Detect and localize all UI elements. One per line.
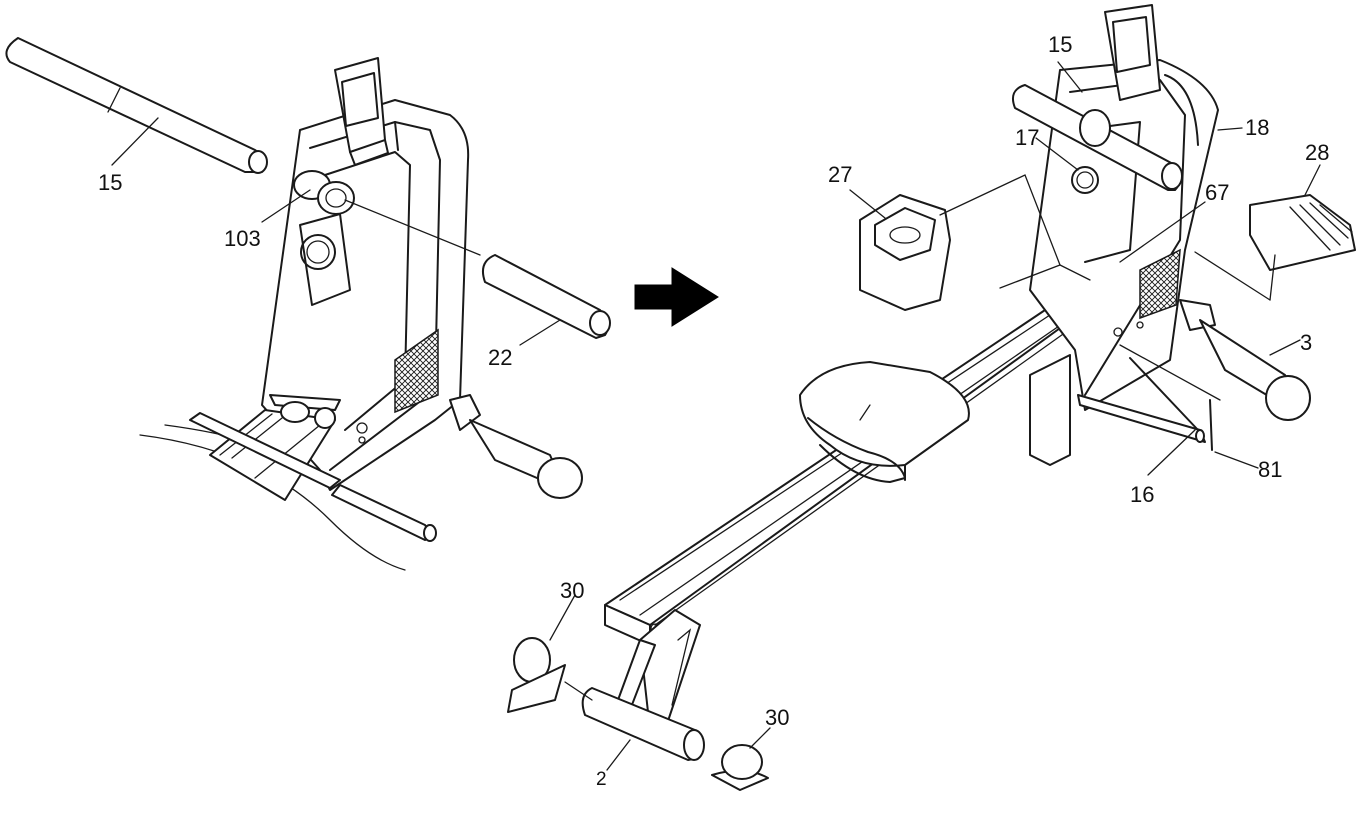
main-rail <box>604 299 1086 646</box>
lower-bar <box>189 412 437 542</box>
leader-28 <box>1304 164 1321 196</box>
leader-16 <box>1147 429 1196 476</box>
label-103: 103 <box>224 226 261 251</box>
tension-knob <box>299 213 351 306</box>
leader-3 <box>1269 339 1301 356</box>
floor-line <box>139 434 406 571</box>
label-67: 67 <box>1205 180 1229 205</box>
label-18: 18 <box>1245 115 1269 140</box>
cover-27 <box>859 194 951 311</box>
tower-frame-18 <box>1029 59 1219 411</box>
leader-30-right <box>749 727 771 749</box>
label-30-left: 30 <box>560 578 584 603</box>
leader-67 <box>1119 201 1206 263</box>
rod-16 <box>1129 357 1199 431</box>
label-3: 3 <box>1300 330 1312 355</box>
leader-27 <box>849 189 886 219</box>
leader-2 <box>606 739 631 771</box>
leader-17 <box>1035 137 1079 171</box>
label-17: 17 <box>1015 125 1039 150</box>
leader-22 <box>519 319 561 346</box>
leader-15-left <box>111 117 159 166</box>
label-22: 22 <box>488 345 512 370</box>
label-81: 81 <box>1258 457 1282 482</box>
tower-legs <box>1029 354 1206 466</box>
label-27: 27 <box>828 162 852 187</box>
handle-bar-15 <box>5 37 268 174</box>
leader-103 <box>261 189 311 223</box>
leader-81 <box>1214 451 1259 469</box>
label-15-right: 15 <box>1048 32 1072 57</box>
end-cap-30-right <box>711 744 769 791</box>
rear-bar-2 <box>581 687 705 761</box>
monitor <box>334 57 389 166</box>
vent-grille-right <box>1139 248 1181 320</box>
label-28: 28 <box>1305 140 1329 165</box>
direction-arrow-icon <box>634 267 719 327</box>
knob-17 <box>1071 166 1099 194</box>
right-figure: 15 17 18 27 28 67 3 16 81 30 30 2 <box>507 4 1356 791</box>
rear-foot-bar <box>449 394 583 499</box>
handle-bar-15-right <box>1012 84 1183 191</box>
leader-15-right <box>1057 61 1083 93</box>
cover-28 <box>1249 194 1356 271</box>
monitor-right <box>1104 4 1161 101</box>
end-cap-30-left <box>507 637 593 713</box>
label-16: 16 <box>1130 482 1154 507</box>
foot-bar-3 <box>1179 299 1311 421</box>
label-15-left: 15 <box>98 170 122 195</box>
foot-bar-22 <box>482 254 611 339</box>
left-figure: 15 103 22 <box>5 37 611 571</box>
vent-grille <box>394 328 439 414</box>
handle-mount-103 <box>293 170 355 215</box>
label-30-right: 30 <box>765 705 789 730</box>
leader-18 <box>1217 127 1243 131</box>
bolt-81 <box>1209 399 1213 451</box>
seat <box>799 361 970 483</box>
label-2: 2 <box>596 769 607 790</box>
leader-30-left <box>549 594 576 641</box>
